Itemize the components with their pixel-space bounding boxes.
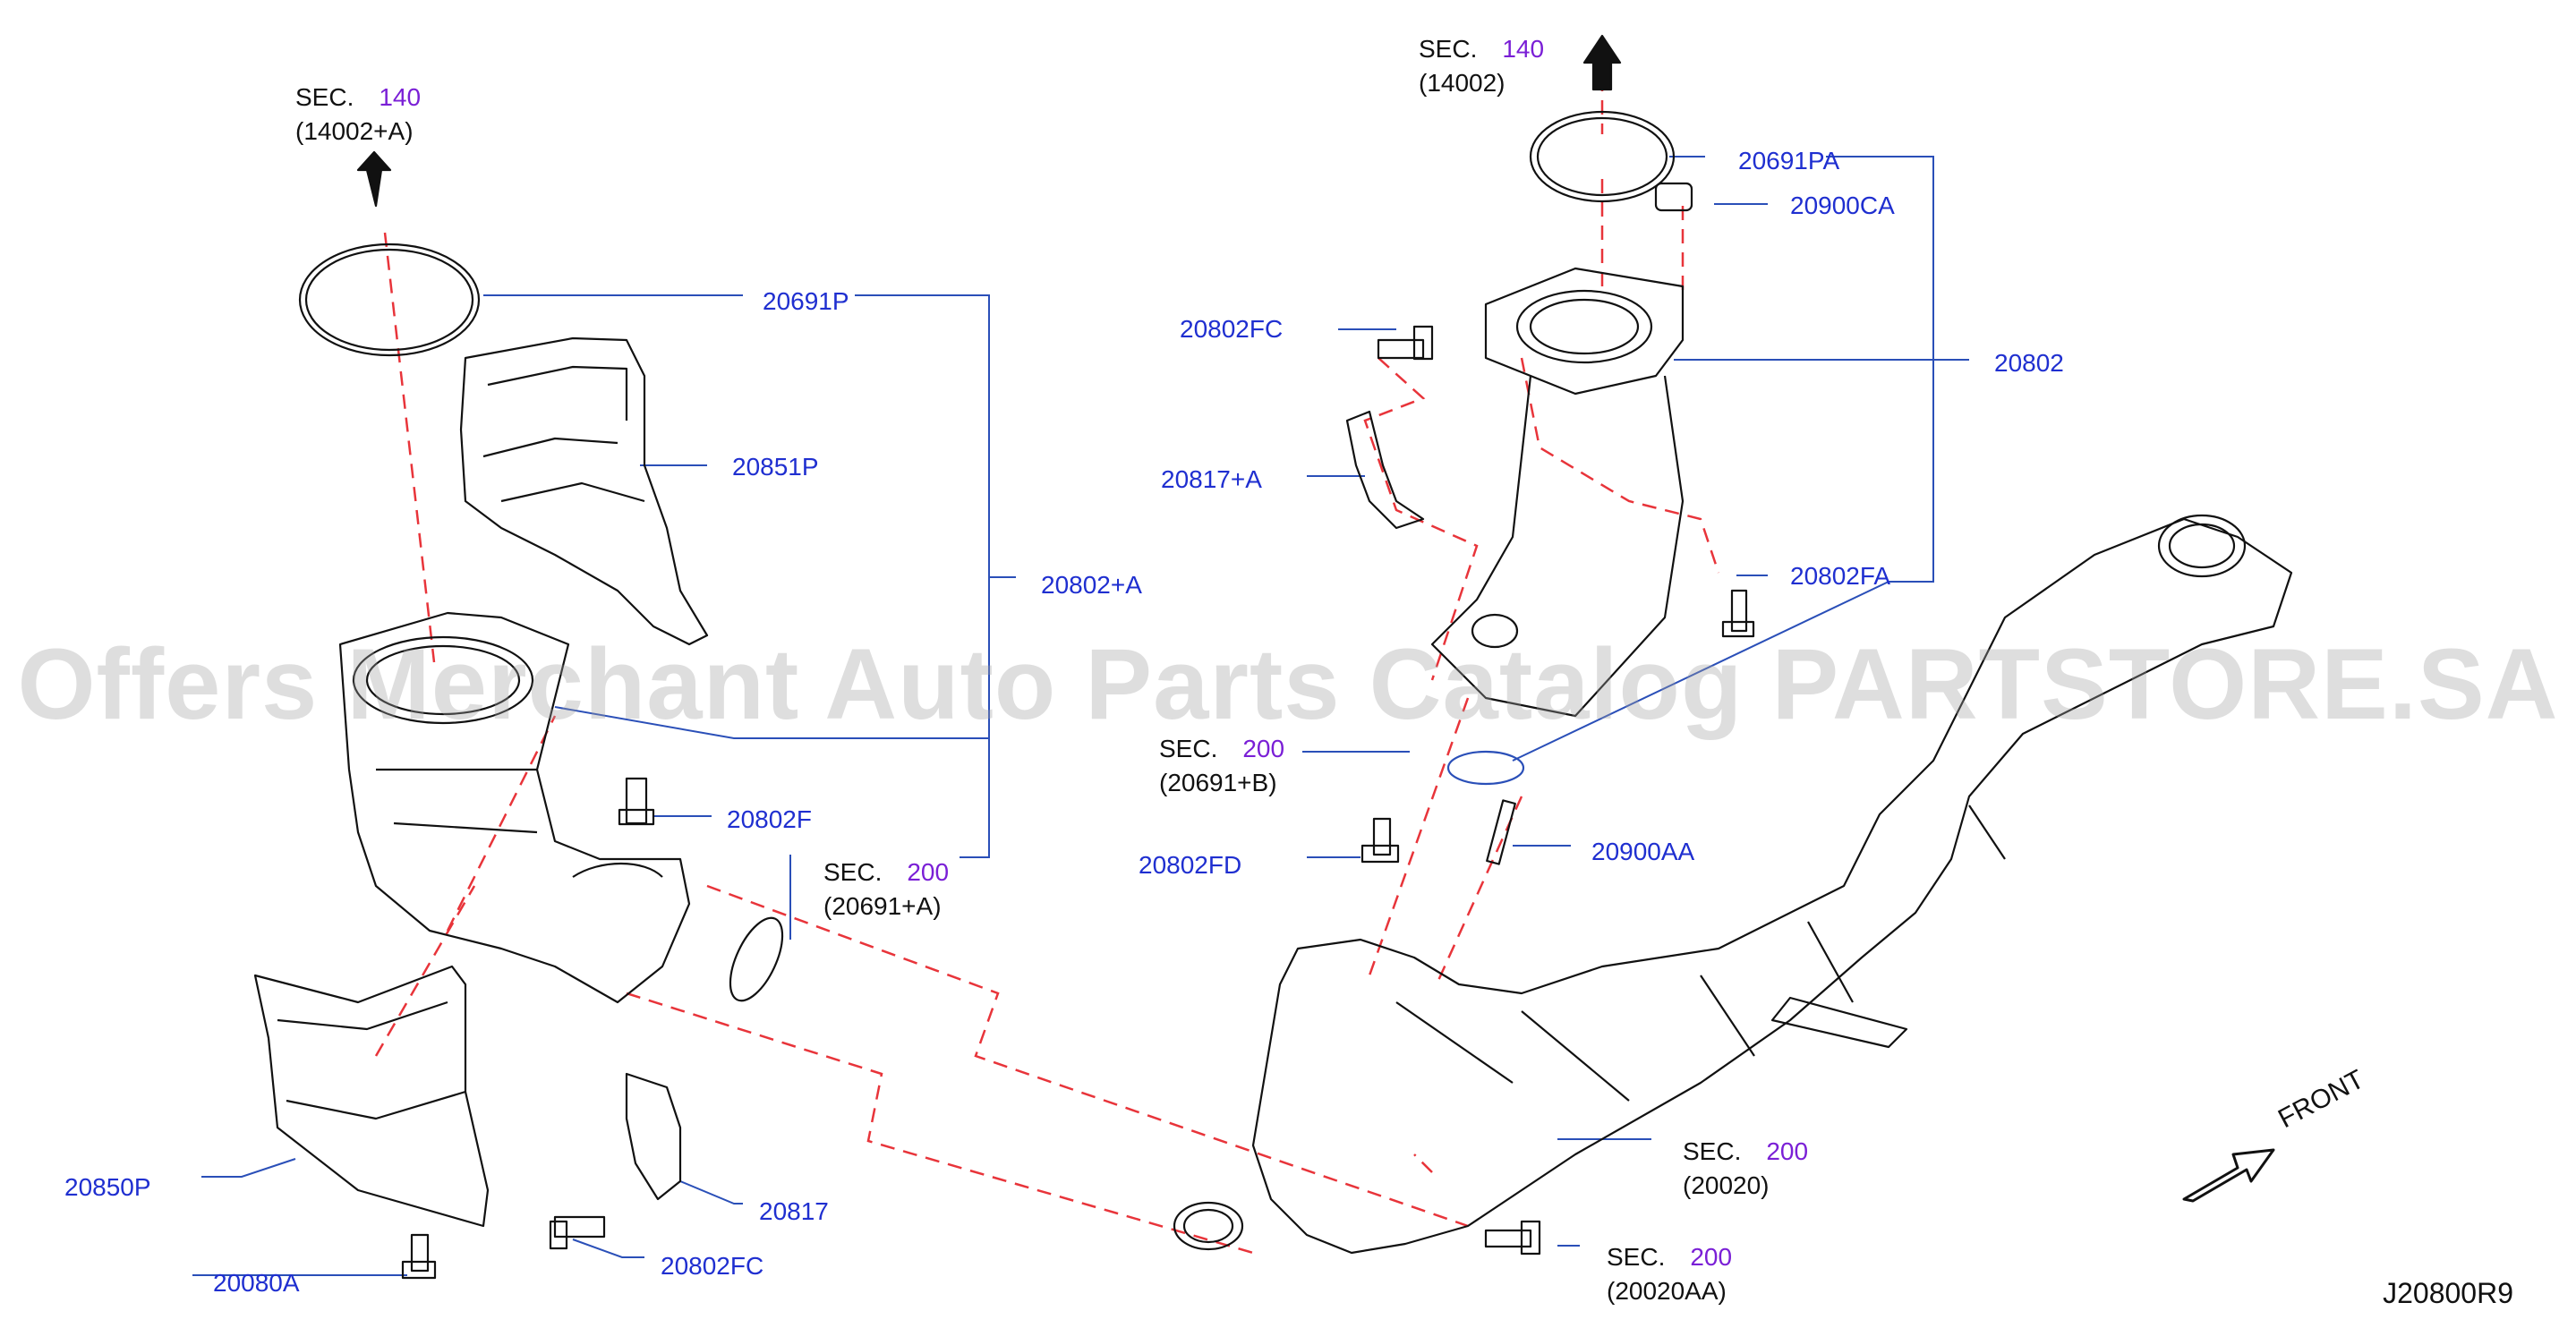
ring-20691b: [1446, 750, 1525, 786]
part-label-20802a[interactable]: 20802+A: [1041, 571, 1142, 599]
bracket-20817: [625, 1072, 682, 1201]
part-label-20802fd[interactable]: 20802FD: [1139, 851, 1242, 879]
bolt-20802fa: [1721, 589, 1755, 638]
lower-shield-20850p: [253, 965, 490, 1228]
section-ref-code: (20691+A): [823, 891, 942, 920]
section-ref-200-a[interactable]: SEC. 200 (20691+A): [823, 856, 949, 924]
gasket-20691p: [298, 243, 481, 357]
section-ref-number: 200: [907, 858, 950, 886]
section-ref-code: (14002): [1419, 68, 1506, 97]
section-ref-200-b[interactable]: SEC. 200 (20691+B): [1159, 732, 1284, 800]
part-label-20802fa[interactable]: 20802FA: [1790, 562, 1891, 590]
part-label-20802[interactable]: 20802: [1994, 349, 2064, 377]
diagram-code: J20800R9: [2383, 1277, 2513, 1309]
catalyst-20802a: [338, 611, 691, 1004]
dashed-guide-lines: [374, 54, 1720, 1255]
watermark-text: Offers Merchant Auto Parts Catalog PARTS…: [17, 628, 2559, 740]
section-ref-number: 200: [1242, 735, 1285, 762]
gasket-20691pa: [1529, 110, 1676, 203]
section-ref-prefix: SEC.: [1683, 1137, 1742, 1165]
section-ref-140-right[interactable]: SEC. 140 (14002): [1419, 32, 1544, 100]
up-arrow-icon-right: [1582, 34, 1622, 91]
bracket-20817a: [1345, 410, 1425, 530]
bolt-20802fd: [1361, 817, 1400, 864]
section-ref-number: 140: [379, 83, 422, 111]
part-label-20851p[interactable]: 20851P: [732, 453, 819, 481]
section-ref-code: (20020): [1683, 1171, 1770, 1199]
bolt-20020aa: [1484, 1220, 1541, 1256]
section-ref-number: 200: [1766, 1137, 1809, 1165]
part-label-20850p[interactable]: 20850P: [64, 1173, 151, 1201]
part-label-20817[interactable]: 20817: [759, 1197, 829, 1225]
section-ref-number: 200: [1690, 1243, 1733, 1271]
part-label-20802fc-top[interactable]: 20802FC: [1180, 315, 1284, 343]
part-label-20817a[interactable]: 20817+A: [1161, 465, 1262, 493]
part-label-20691p[interactable]: 20691P: [763, 287, 849, 315]
section-ref-prefix: SEC.: [1607, 1243, 1666, 1271]
section-ref-number: 140: [1502, 35, 1545, 63]
o-ring-20691a: [729, 916, 784, 1002]
section-ref-code: (14002+A): [295, 116, 414, 145]
section-ref-200-d[interactable]: SEC. 200 (20020AA): [1607, 1240, 1732, 1308]
nut-20900ca: [1654, 182, 1693, 212]
part-outlines: [253, 34, 2293, 1280]
bolt-20802f: [618, 777, 655, 826]
part-label-20900ca[interactable]: 20900CA: [1790, 192, 1895, 219]
section-ref-code: (20020AA): [1607, 1276, 1727, 1305]
part-label-20900aa[interactable]: 20900AA: [1591, 838, 1695, 865]
exhaust-pipe-assembly: [1251, 517, 2293, 1255]
leader-lines: [192, 156, 1969, 1276]
front-arrow-icon: [2182, 1148, 2275, 1203]
section-ref-200-c[interactable]: SEC. 200 (20020): [1683, 1135, 1808, 1203]
section-ref-prefix: SEC.: [823, 858, 883, 886]
part-label-20691pa[interactable]: 20691PA: [1738, 147, 1840, 175]
section-ref-prefix: SEC.: [1419, 35, 1478, 63]
part-label-20080a[interactable]: 20080A: [213, 1269, 300, 1297]
bolt-20802fc-top: [1377, 325, 1434, 361]
part-label-20802f[interactable]: 20802F: [727, 805, 812, 833]
section-ref-prefix: SEC.: [295, 83, 354, 111]
catalyst-20802: [1484, 267, 1685, 396]
bolt-20802fc-bottom: [549, 1215, 606, 1250]
stud-20900aa: [1486, 799, 1516, 865]
up-arrow-icon: [356, 150, 392, 208]
section-ref-prefix: SEC.: [1159, 735, 1218, 762]
heat-shield-20851p: [459, 336, 709, 646]
bolt-20080a: [401, 1233, 437, 1280]
section-ref-140-left[interactable]: SEC. 140 (14002+A): [295, 81, 421, 149]
section-ref-code: (20691+B): [1159, 768, 1277, 796]
part-label-20802fc-bottom[interactable]: 20802FC: [661, 1252, 764, 1280]
